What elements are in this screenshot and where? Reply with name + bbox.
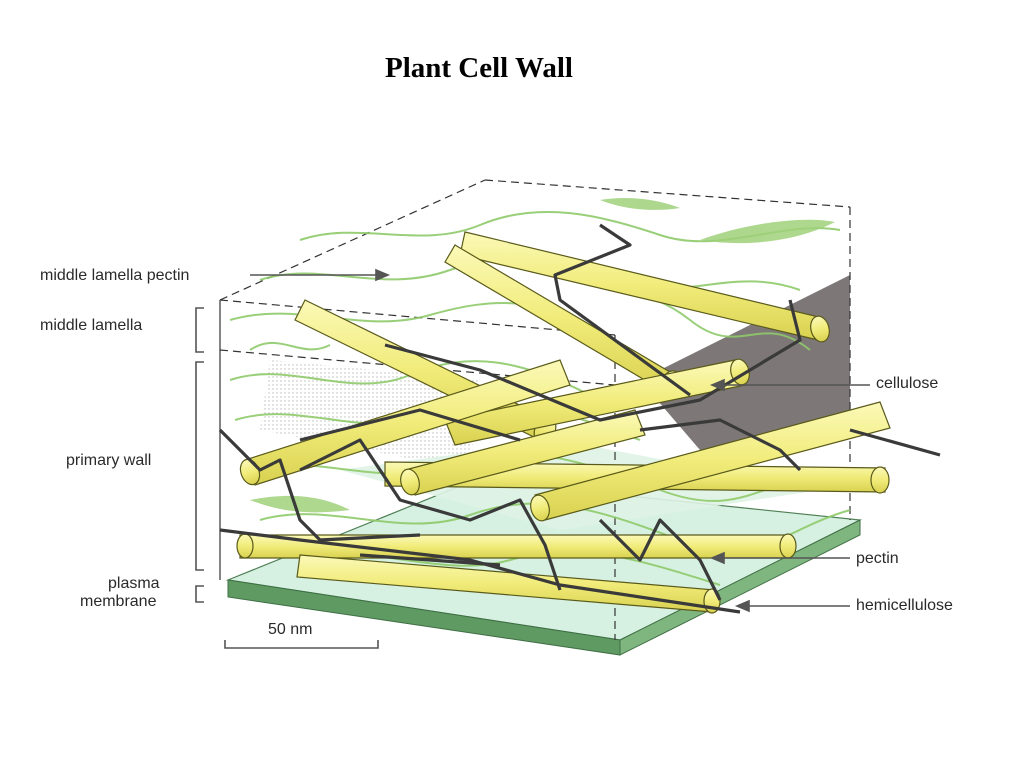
label-primary-wall: primary wall: [66, 452, 152, 469]
hemicellulose-strands: [218, 223, 941, 614]
page-title: Plant Cell Wall: [385, 52, 573, 84]
label-middle-lamella-pectin: middle lamella pectin: [40, 267, 190, 284]
label-cellulose: cellulose: [876, 375, 939, 392]
scale-bar-label: 50 nm: [268, 621, 313, 638]
annotation-lines: [195, 268, 870, 649]
label-hemicellulose: hemicellulose: [856, 597, 953, 614]
label-pectin: pectin: [856, 550, 899, 567]
pectin-patches: [250, 197, 835, 513]
dotted-region: [260, 360, 480, 470]
label-plasma-membrane-line1: plasma: [108, 575, 160, 592]
label-middle-lamella: middle lamella: [40, 317, 143, 334]
label-plasma-membrane-line2: membrane: [80, 593, 157, 610]
plasma-membrane-slab: [225, 479, 863, 656]
